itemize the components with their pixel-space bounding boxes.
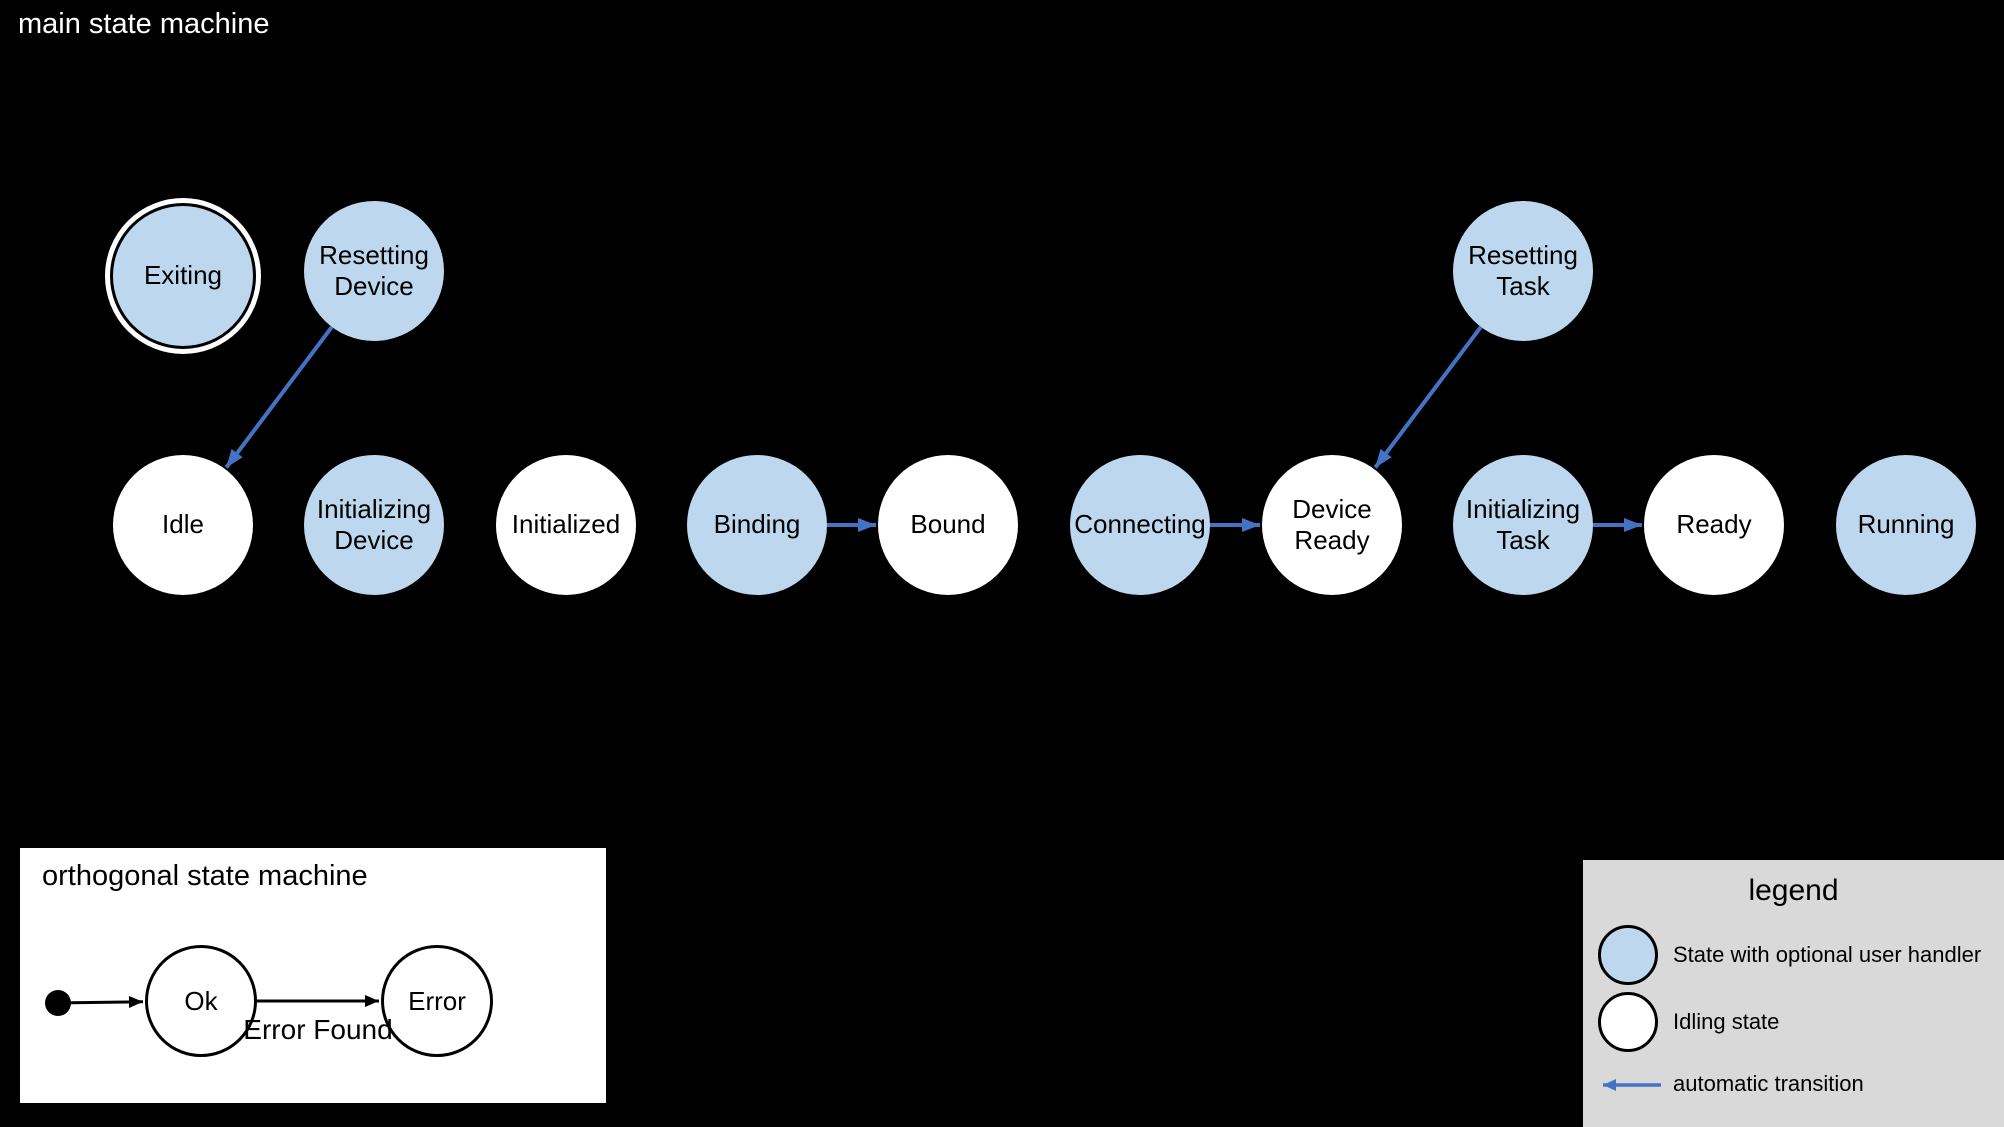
state-resetting-task: Resetting Task xyxy=(1453,201,1593,341)
legend-item-label: Idling state xyxy=(1673,1009,1780,1034)
ortho-transition-initial-ok xyxy=(70,995,144,1008)
state-label: Resetting Device xyxy=(319,239,429,301)
state-binding: Binding xyxy=(687,455,827,595)
transition-resetting-task-device-ready xyxy=(1373,325,1483,469)
state-connecting: Connecting xyxy=(1070,455,1210,595)
state-label: Initializing Device xyxy=(316,493,432,555)
state-label: Device Ready xyxy=(1292,493,1372,555)
state-label: Exiting xyxy=(143,260,223,291)
orthogonal-state-machine-title: orthogonal state machine xyxy=(42,860,368,892)
state-device-ready: Device Ready xyxy=(1262,455,1402,595)
state-ready: Ready xyxy=(1644,455,1784,595)
state-label: Running xyxy=(1857,509,1955,540)
legend-item-label: State with optional user handler xyxy=(1673,942,1982,967)
state-label: Bound xyxy=(910,509,986,540)
state-label: Initializing Task xyxy=(1465,493,1581,555)
orthogonal-state-machine-panel: orthogonal state machine xyxy=(20,848,606,1103)
state-idle: Idle xyxy=(113,455,253,595)
legend-title: legend xyxy=(1748,874,1839,907)
state-initialized: Initialized xyxy=(496,455,636,595)
legend: legend State with optional user handler … xyxy=(1583,860,2004,1127)
initial-state-dot xyxy=(45,990,71,1016)
main-state-machine-title: main state machine xyxy=(18,8,270,40)
state-exiting: Exiting xyxy=(113,206,253,346)
ortho-state-ok: Ok xyxy=(145,945,257,1057)
state-initializing-task: Initializing Task xyxy=(1453,455,1593,595)
state-label: Idle xyxy=(162,509,204,540)
state-label: Initialized xyxy=(511,509,621,540)
transition-label: Error Found xyxy=(243,1014,393,1045)
state-running: Running xyxy=(1836,455,1976,595)
transition-resetting-device-idle xyxy=(224,325,334,469)
state-label: Connecting xyxy=(1074,509,1206,540)
final-state-ring xyxy=(105,198,261,354)
state-label: Ready xyxy=(1676,509,1752,540)
state-label: Binding xyxy=(713,509,801,540)
state-initializing-device: Initializing Device xyxy=(304,455,444,595)
state-label: Resetting Task xyxy=(1468,239,1578,301)
ortho-state-error: Error xyxy=(381,945,493,1057)
handler-state-swatch xyxy=(1598,925,1658,985)
legend-item-label: automatic transition xyxy=(1673,1071,1864,1096)
automatic-transition-arrow-icon xyxy=(1603,1079,1661,1091)
state-bound: Bound xyxy=(878,455,1018,595)
state-resetting-device: Resetting Device xyxy=(304,201,444,341)
idling-state-swatch xyxy=(1598,992,1658,1052)
